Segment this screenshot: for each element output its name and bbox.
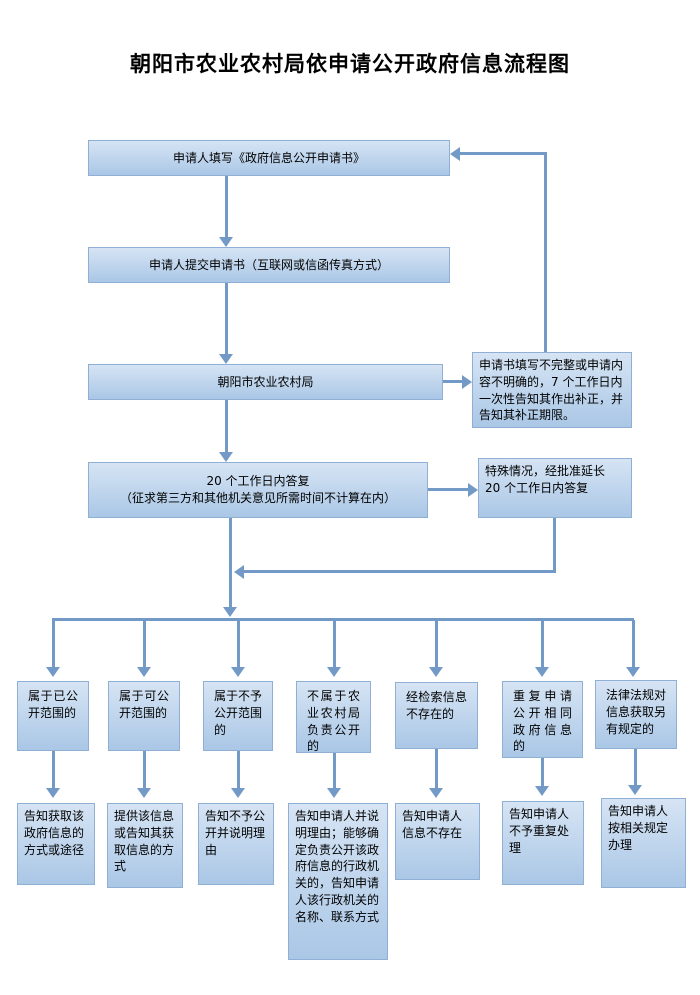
drop-arrow-4 xyxy=(327,667,341,677)
drop-line-6 xyxy=(541,620,544,668)
side-box-correction-notice: 申请书填写不完整或申请内容不明确的，7 个工作日内一次性告知其作出补正，并告知其… xyxy=(472,352,632,428)
extension-line-2: 20 个工作日内答复 xyxy=(485,480,589,495)
condition-box-2: 属于可公开范围的 xyxy=(108,681,180,751)
step-box-submit-application: 申请人提交申请书（互联网或信函传真方式） xyxy=(88,247,450,283)
branch-arrow-1 xyxy=(46,788,60,798)
condition-box-7: 法律法规对信息获取另有规定的 xyxy=(595,680,677,749)
distribution-line xyxy=(52,618,634,621)
flowchart-title: 朝阳市农业农村局依申请公开政府信息流程图 xyxy=(130,52,570,76)
connector-step2-step3 xyxy=(225,283,228,355)
step-box-bureau: 朝阳市农业农村局 xyxy=(88,364,443,400)
step-box-fill-application: 申请人填写《政府信息公开申请书》 xyxy=(88,140,450,176)
condition-box-4: 不属于农业农村局负责公开的 xyxy=(296,681,371,753)
condition-box-3: 属于不予公开范围的 xyxy=(203,681,273,751)
branch-line-2 xyxy=(143,748,146,790)
action-box-7: 告知申请人按相关规定办理 xyxy=(601,798,686,888)
connector-step3-step4 xyxy=(225,400,228,453)
arrowhead-extension-merge xyxy=(234,565,244,579)
connector-correction-feedback-horizontal xyxy=(460,152,547,155)
action-box-2: 提供该信息或告知其获取信息的方式 xyxy=(107,803,183,888)
condition-box-5: 经检索信息不存在的 xyxy=(395,682,478,749)
branch-line-7 xyxy=(634,748,637,788)
branch-line-1 xyxy=(52,748,55,790)
extension-line-1: 特殊情况，经批准延长 xyxy=(485,464,606,478)
arrowhead-into-correction xyxy=(462,375,472,389)
branch-arrow-2 xyxy=(137,788,151,798)
condition-box-1: 属于已公开范围的 xyxy=(17,681,89,751)
drop-arrow-3 xyxy=(231,667,245,677)
branch-line-4 xyxy=(333,750,336,790)
drop-arrow-2 xyxy=(137,667,151,677)
drop-line-7 xyxy=(632,620,635,668)
drop-line-4 xyxy=(333,620,336,668)
connector-correction-feedback-vertical xyxy=(544,152,547,352)
branch-line-5 xyxy=(435,748,438,790)
drop-line-1 xyxy=(52,620,55,668)
branch-arrow-4 xyxy=(327,788,341,798)
drop-arrow-6 xyxy=(535,667,549,677)
connector-reply-extension xyxy=(428,488,469,491)
condition-box-6: 重复申请公开相同政府信息的 xyxy=(502,681,583,758)
action-box-5: 告知申请人信息不存在 xyxy=(395,803,480,880)
drop-arrow-5 xyxy=(429,667,443,677)
drop-arrow-1 xyxy=(46,667,60,677)
arrowhead-into-step3 xyxy=(219,354,233,364)
branch-arrow-3 xyxy=(231,788,245,798)
drop-arrow-7 xyxy=(626,667,640,677)
action-box-6: 告知申请人不予重复处理 xyxy=(502,801,584,885)
reply-line-2: （征求第三方和其他机关意见所需时间不计算在内） xyxy=(119,491,396,505)
branch-arrow-5 xyxy=(429,788,443,798)
action-box-3: 告知不予公开并说明理由 xyxy=(198,803,274,885)
branch-line-6 xyxy=(541,755,544,790)
connector-reply-distribution xyxy=(229,518,232,609)
branch-arrow-6 xyxy=(535,786,549,796)
connector-extension-left xyxy=(244,570,556,573)
action-box-1: 告知获取该政府信息的方式或途径 xyxy=(17,803,95,885)
arrowhead-into-distribution xyxy=(223,607,237,617)
step-box-reply-20-days: 20 个工作日内答复 （征求第三方和其他机关意见所需时间不计算在内） xyxy=(88,462,428,518)
connector-bureau-correction xyxy=(443,380,463,383)
connector-step1-step2 xyxy=(225,176,228,239)
drop-line-5 xyxy=(435,620,438,668)
arrowhead-into-step1 xyxy=(450,147,460,161)
drop-line-3 xyxy=(237,620,240,668)
arrowhead-into-step2 xyxy=(219,237,233,247)
connector-extension-down xyxy=(553,518,556,573)
side-box-extension: 特殊情况，经批准延长 20 个工作日内答复 xyxy=(478,458,632,518)
branch-line-3 xyxy=(237,748,240,790)
action-box-4: 告知申请人并说明理由；能够确定负责公开该政府信息的行政机关的，告知申请人该行政机… xyxy=(288,803,388,960)
arrowhead-into-step4 xyxy=(219,452,233,462)
drop-line-2 xyxy=(143,620,146,668)
arrowhead-into-extension xyxy=(468,483,478,497)
reply-line-1: 20 个工作日内答复 xyxy=(206,474,310,489)
branch-arrow-7 xyxy=(628,785,642,795)
